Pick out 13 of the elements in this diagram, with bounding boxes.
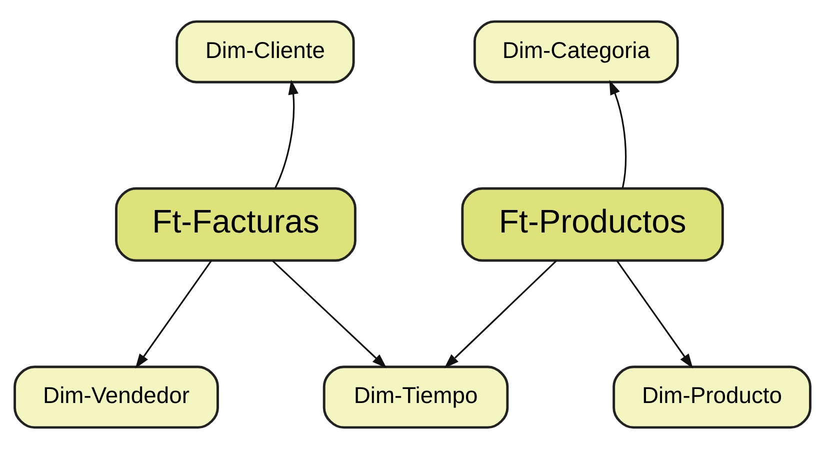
node-box: Ft-Facturas — [115, 187, 356, 262]
arrow — [135, 260, 212, 369]
node-box: Dim-Vendedor — [14, 366, 219, 429]
node-box: Dim-Categoria — [473, 20, 679, 84]
node-box: Ft-Productos — [461, 187, 724, 262]
arrow — [609, 80, 627, 188]
node-box: Dim-Producto — [612, 366, 812, 429]
arrow — [616, 260, 693, 369]
arrow — [274, 80, 298, 188]
node-box: Dim-Cliente — [176, 20, 355, 84]
node-box: Dim-Tiempo — [322, 366, 509, 429]
arrow — [444, 260, 557, 368]
arrow — [272, 260, 387, 368]
